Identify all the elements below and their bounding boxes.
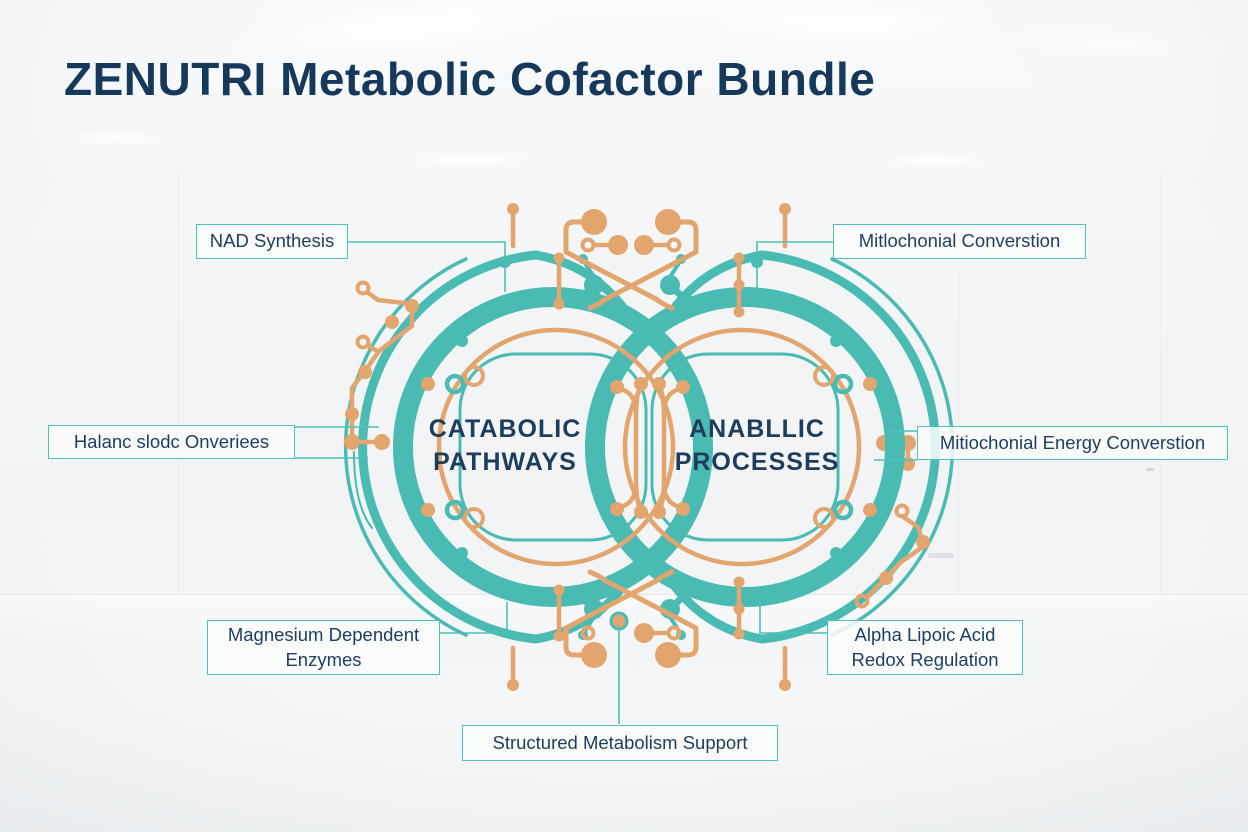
wall-fixture	[1146, 468, 1154, 471]
callout-mitochondrial-conversion: Mitlochonial Converstion	[833, 224, 1086, 259]
orange-rings	[436, 327, 862, 567]
callout-mitochondrial-energy: Mitiochonial Energy Converstion	[917, 426, 1228, 460]
circuit-cluster-bottom	[563, 569, 699, 668]
callout-structured-support: Structured Metabolism Support	[462, 725, 778, 761]
left-circle-label-line1: CATABOLIC	[428, 415, 582, 443]
connector-node	[751, 256, 763, 268]
right-circle-label: ANABLLIC PROCESSES	[647, 413, 867, 478]
venn-rings	[393, 287, 905, 607]
callout-nad-synthesis: NAD Synthesis	[196, 224, 348, 259]
ring-stub-nodes	[507, 203, 791, 691]
lens-motif	[610, 377, 690, 519]
connector-mito-conversion	[756, 241, 833, 292]
callout-mitochondrial-conversion-text: Mitlochonial Converstion	[858, 230, 1061, 252]
teardrop-nodes	[570, 254, 694, 640]
flank-traces	[553, 252, 745, 642]
callout-structured-support-text: Structured Metabolism Support	[492, 731, 748, 753]
inner-nodes	[421, 365, 877, 529]
circuit-cluster-top	[563, 209, 699, 311]
callout-nad-synthesis-text: NAD Synthesis	[209, 230, 335, 252]
callout-alpha-lipoic-line1: Alpha Lipoic Acid	[854, 624, 996, 646]
left-circle-label-line2: PATHWAYS	[433, 447, 577, 476]
right-circle-label-line2: PROCESSES	[674, 447, 840, 476]
wall-fixture	[928, 553, 954, 558]
callout-alpha-lipoic: Alpha Lipoic Acid Redox Regulation	[827, 620, 1023, 675]
page-title: ZENUTRI Metabolic Cofactor Bundle	[64, 53, 876, 105]
left-circle-label: CATABOLIC PATHWAYS	[395, 413, 615, 478]
floor-line	[0, 594, 1248, 595]
callout-connectors	[295, 241, 917, 724]
connector-alpha	[759, 602, 827, 634]
inner-squares	[458, 352, 840, 542]
connector-node	[499, 256, 511, 268]
callout-alpha-lipoic-line2: Redox Regulation	[851, 648, 999, 670]
circuit-cluster-left	[344, 280, 419, 529]
callout-magnesium: Magnesium Dependent Enzymes	[207, 620, 440, 675]
antenna-nodes	[447, 327, 851, 567]
callout-mitochondrial-energy-text: Mitiochonial Energy Converstion	[939, 431, 1206, 453]
connector-magnesium	[440, 602, 508, 634]
connector-nad	[348, 241, 506, 292]
callout-magnesium-line1: Magnesium Dependent	[227, 624, 420, 646]
right-circle-label-line1: ANABLLIC	[689, 415, 825, 443]
callout-balance-text: Halanc slodc Onveriees	[73, 430, 270, 452]
callout-balance: Halanc slodc Onveriees	[48, 425, 295, 459]
callout-magnesium-line2: Enzymes	[285, 648, 362, 670]
